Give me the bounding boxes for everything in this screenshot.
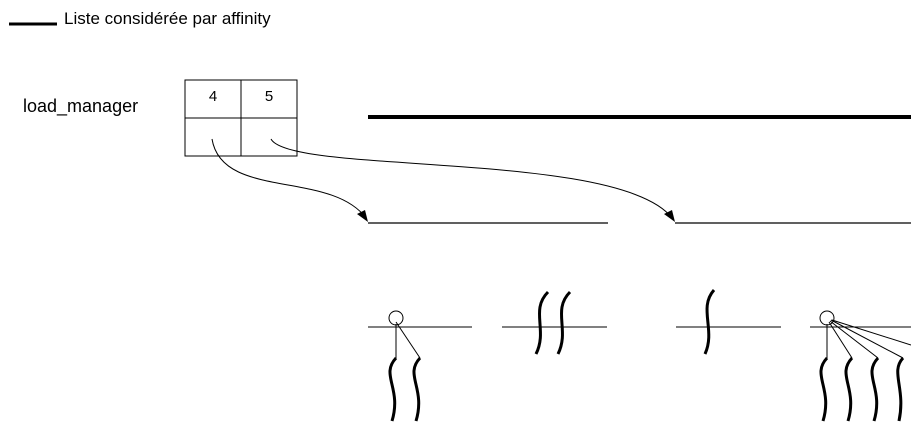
load-manager-cell-4: 4 <box>208 88 218 105</box>
thread-squiggle-icon <box>388 356 398 422</box>
thread-squiggle-icon <box>556 290 572 355</box>
thread-squiggle-icon <box>870 356 880 422</box>
legend-label: Liste considérée par affinity <box>64 9 271 28</box>
thread-squiggle-icon <box>896 356 905 422</box>
thread-group-1 <box>368 310 472 422</box>
arrow-head-icon <box>664 210 675 222</box>
thread-squiggle-icon <box>412 356 422 422</box>
arrow-4-to-list-1 <box>211 138 367 219</box>
thread-squiggle-icon <box>844 356 854 422</box>
load-manager-cell-5: 5 <box>264 88 274 105</box>
thread-group-2 <box>502 290 607 355</box>
thread-group-4 <box>810 310 911 422</box>
arrow-5-to-list-2 <box>270 138 673 219</box>
thread-squiggle-icon <box>534 290 550 355</box>
arrow-head-icon <box>357 210 368 222</box>
thread-squiggle-icon <box>819 356 829 422</box>
thread-group-3 <box>676 289 781 355</box>
load-manager-label: load_manager <box>23 96 139 116</box>
thread-squiggle-icon <box>703 289 716 355</box>
load-manager-table <box>184 79 298 157</box>
